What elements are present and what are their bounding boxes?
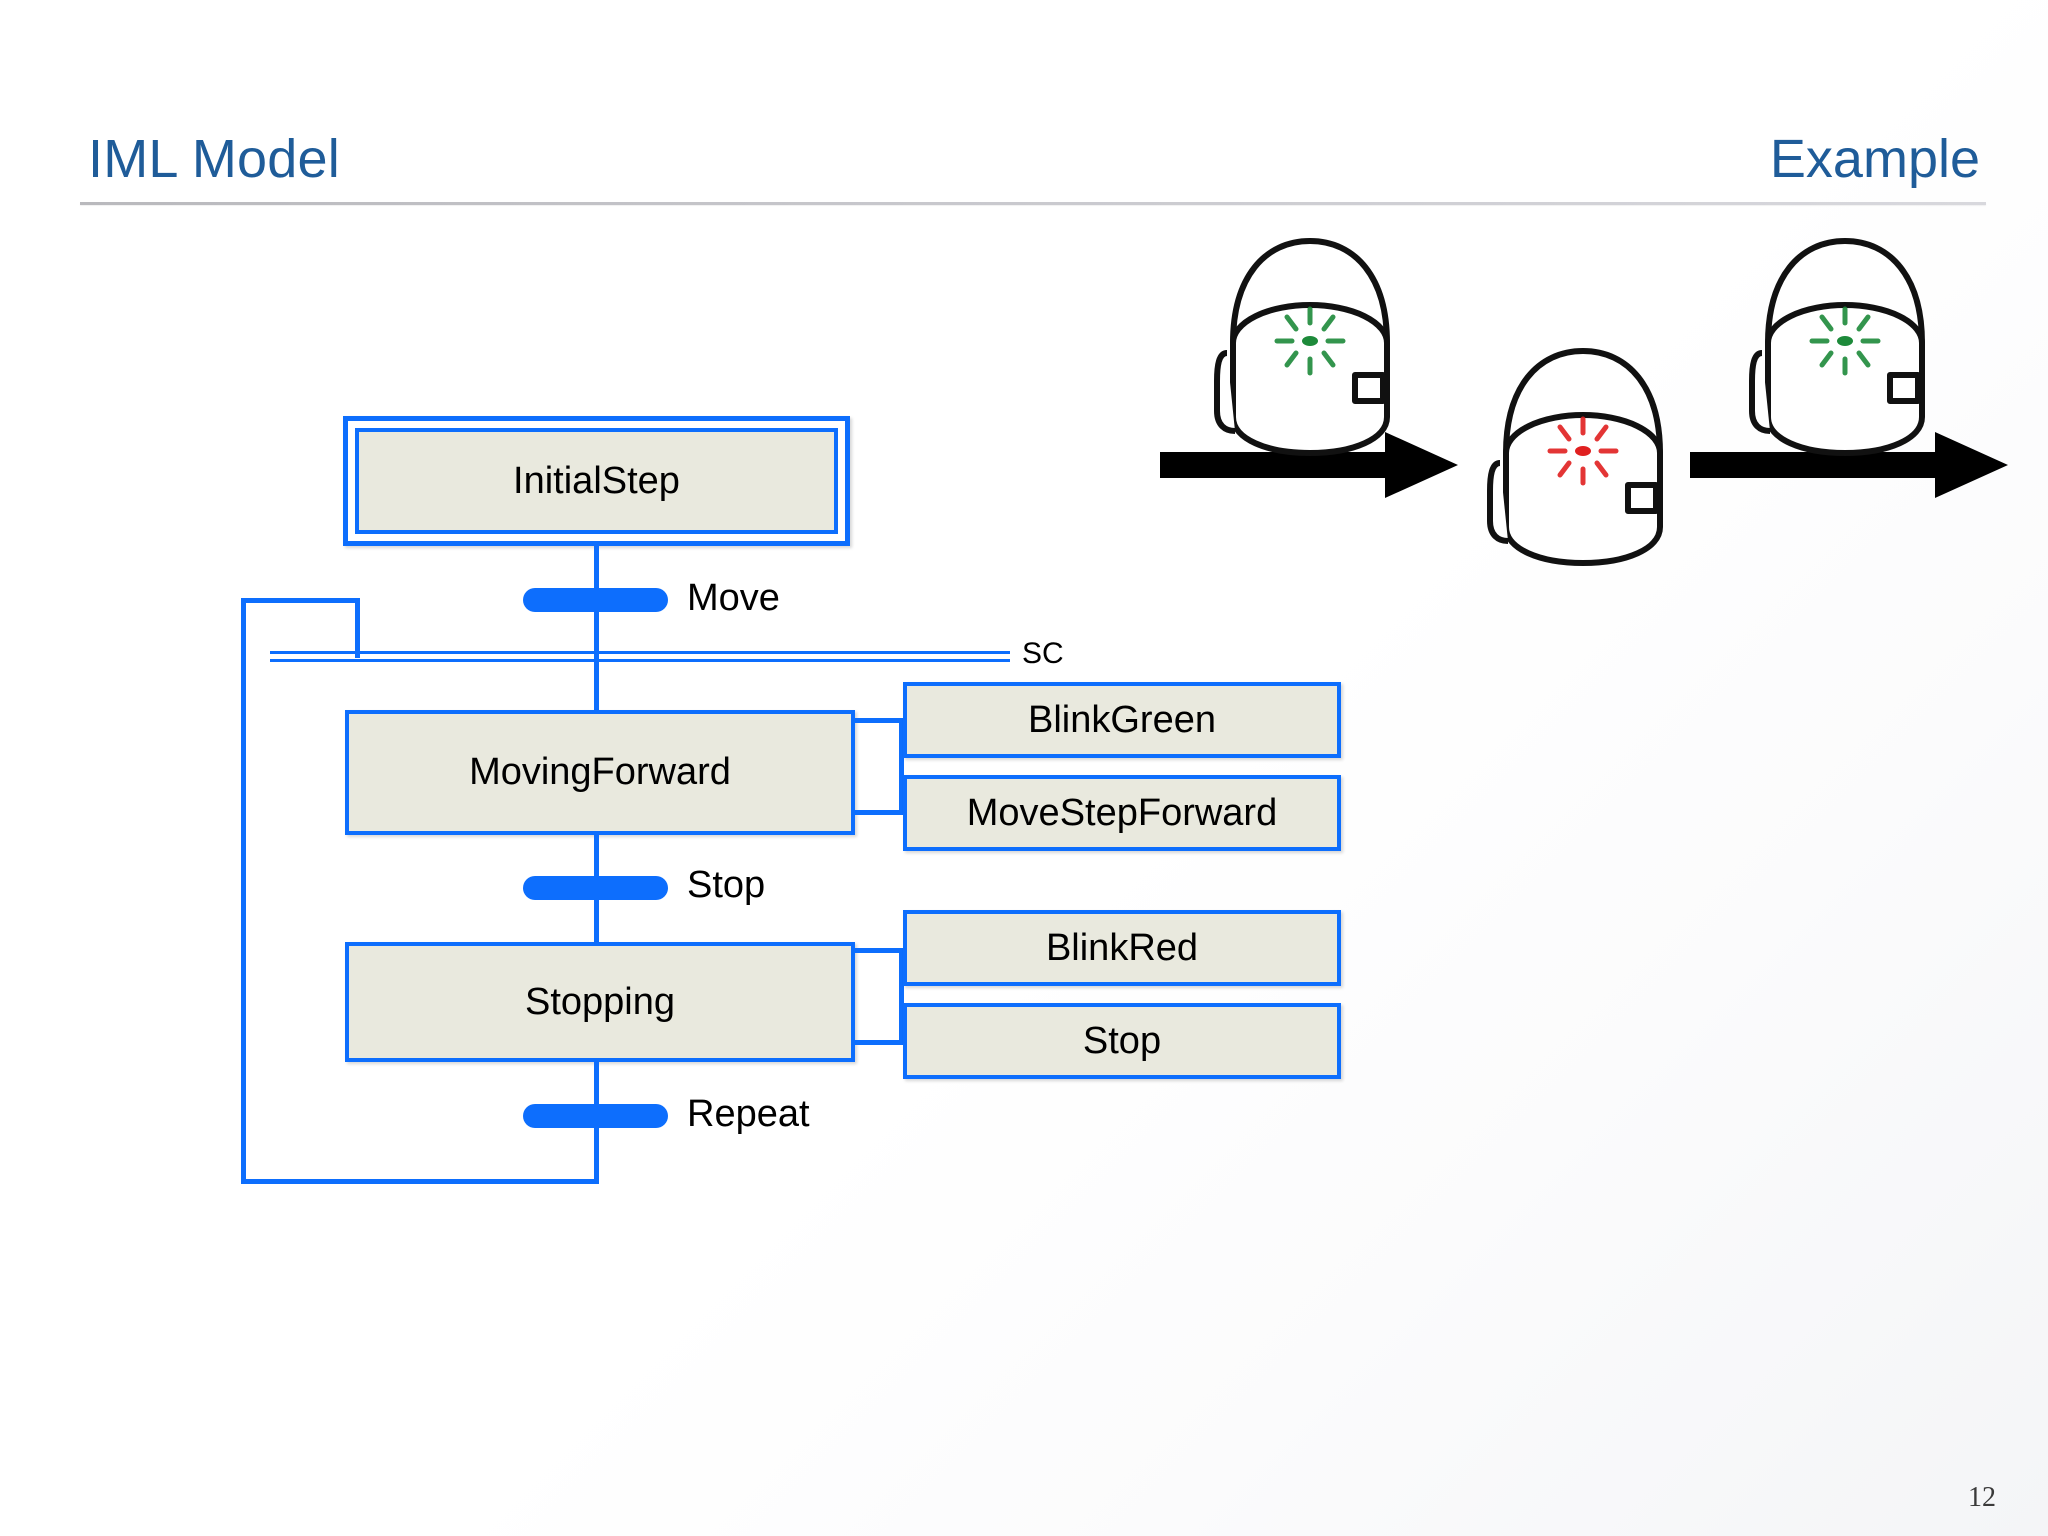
loopback-bottom-segment	[241, 1179, 599, 1184]
sync-line-label: SC	[1022, 637, 1064, 670]
action-label-blinkred: BlinkRed	[1045, 926, 1199, 969]
step-box-movingforward[interactable]: MovingForward	[345, 710, 855, 835]
connector-initial-to-moving	[594, 546, 599, 711]
connector-stopping-to-stop	[855, 1040, 903, 1045]
transition-bar-move[interactable]	[523, 588, 668, 612]
connector-moving-action-bus	[899, 718, 904, 815]
action-label-movestepforward: MoveStepForward	[966, 791, 1278, 834]
transition-bar-repeat[interactable]	[523, 1104, 668, 1128]
action-label-blinkgreen: BlinkGreen	[1028, 698, 1216, 741]
robot-red-2	[1487, 348, 1663, 566]
connector-moving-to-blinkgreen	[855, 718, 903, 723]
loopback-top-segment	[241, 598, 360, 603]
action-box-blinkred[interactable]: BlinkRed	[903, 910, 1341, 986]
transition-bar-stop[interactable]	[523, 876, 668, 900]
arrow-right-icon-2	[1690, 432, 2008, 498]
transition-label-repeat: Repeat	[687, 1093, 810, 1135]
transition-label-stop: Stop	[687, 864, 766, 906]
step-box-initialstep[interactable]: InitialStep	[343, 416, 850, 546]
sync-line-lower	[270, 659, 1010, 662]
page-title: IML Model	[88, 129, 340, 189]
step-label-movingforward: MovingForward	[469, 751, 731, 793]
transition-label-move: Move	[687, 577, 780, 619]
robot-green-3	[1749, 238, 1925, 456]
action-box-movestepforward[interactable]: MoveStepForward	[903, 775, 1341, 851]
loopback-left-segment	[241, 598, 246, 1184]
arrow-right-icon-1	[1160, 432, 1458, 498]
action-box-blinkgreen[interactable]: BlinkGreen	[903, 682, 1341, 758]
connector-stopping-to-blinkred	[855, 948, 903, 953]
page-title-right: Example	[1769, 129, 1980, 189]
page-number: 12	[1968, 1482, 1996, 1513]
sync-line-upper	[270, 651, 1010, 654]
action-label-stop: Stop	[1082, 1019, 1162, 1062]
header-divider	[80, 202, 1986, 205]
step-box-stopping[interactable]: Stopping	[345, 942, 855, 1062]
loopback-down-to-sync	[355, 598, 360, 658]
step-label-stopping: Stopping	[524, 980, 675, 1023]
connector-stopping-action-bus	[899, 948, 904, 1045]
step-label-initialstep: InitialStep	[355, 428, 838, 534]
connector-moving-to-movestepforward	[855, 810, 903, 815]
robot-green-1	[1214, 238, 1390, 456]
action-box-stop[interactable]: Stop	[903, 1003, 1341, 1079]
